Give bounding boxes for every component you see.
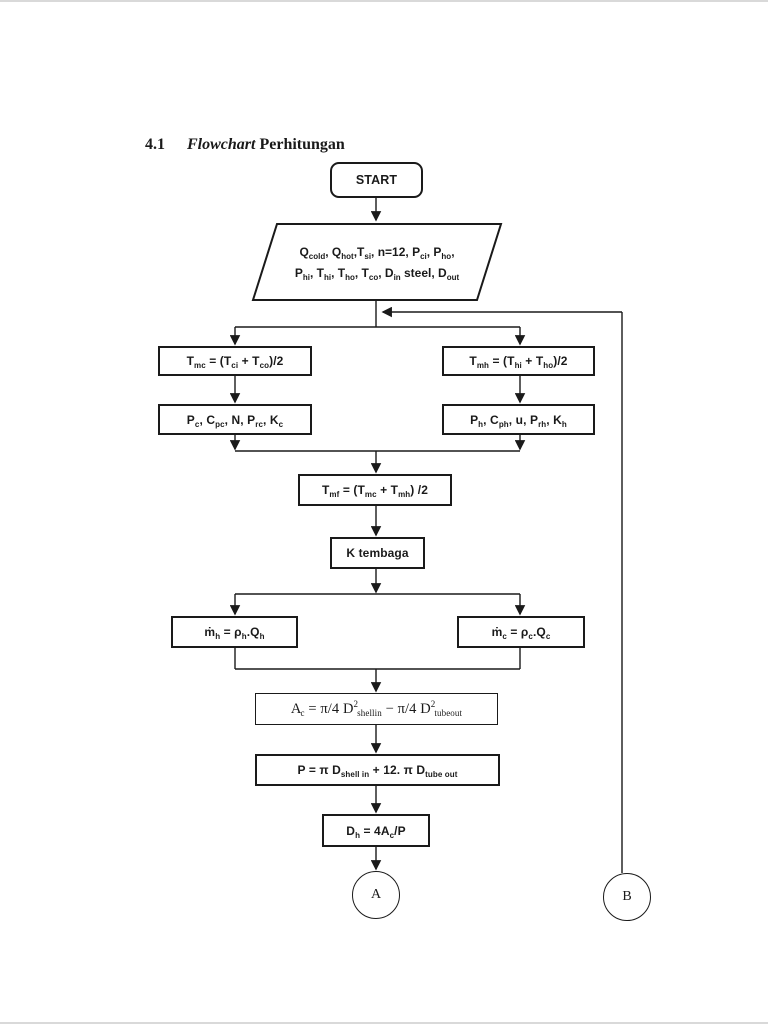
k-tembaga-label: K tembaga: [346, 546, 409, 560]
hot-properties-list: Ph, Cph, u, Prh, Kh: [470, 412, 567, 429]
start-node: START: [330, 162, 423, 198]
tmc-formula: Tmc = (Tci + Tco)/2: [186, 354, 284, 370]
input-parallelogram: Qcold, Qhot,Tsi, n=12, Pci, Pho, Phi, Th…: [253, 227, 501, 299]
process-box-area: Ac = π/4 D2shellin − π/4 D2tubeout: [255, 693, 498, 725]
cold-properties-list: Pc, Cpc, N, Prc, Kc: [186, 412, 284, 429]
process-box-hot-properties: Ph, Cph, u, Prh, Kh: [442, 404, 595, 435]
perimeter-formula: P = π Dshell in + 12. π Dtube out: [297, 763, 458, 779]
connector-circle-a: A: [352, 871, 400, 919]
page-bottom-edge: [0, 1022, 768, 1024]
section-title-italic: Flowchart: [187, 136, 256, 153]
process-box-k-tembaga: K tembaga: [330, 537, 425, 569]
process-box-hydraulic-diameter: Dh = 4Ac/P: [322, 814, 430, 847]
connector-circle-b: B: [603, 873, 651, 921]
tmh-formula: Tmh = (Thi + Tho)/2: [469, 354, 568, 370]
input-parallelogram-shape: [251, 223, 503, 301]
process-box-cold-properties: Pc, Cpc, N, Prc, Kc: [158, 404, 312, 435]
process-box-tmc: Tmc = (Tci + Tco)/2: [158, 346, 312, 376]
mdot-cold-formula: ṁc = ρc.Qc: [491, 625, 551, 641]
section-title-rest: Perhitungan: [259, 136, 345, 153]
process-box-tmf: Tmf = (Tmc + Tmh) /2: [298, 474, 452, 506]
start-label: START: [355, 173, 398, 187]
section-number: 4.1: [145, 136, 165, 153]
input-line-1: Qcold, Qhot,Tsi, n=12, Pci, Pho,: [299, 245, 455, 261]
process-box-mdot-cold: ṁc = ρc.Qc: [457, 616, 585, 648]
process-box-mdot-hot: ṁh = ρh.Qh: [171, 616, 298, 648]
section-title: 4.1 Flowchart Perhitungan: [145, 136, 345, 154]
connector-a-label: A: [370, 887, 382, 902]
mdot-hot-formula: ṁh = ρh.Qh: [204, 625, 265, 641]
process-box-tmh: Tmh = (Thi + Tho)/2: [442, 346, 595, 376]
area-formula: Ac = π/4 D2shellin − π/4 D2tubeout: [290, 698, 463, 718]
page-top-edge: [0, 0, 768, 2]
hydraulic-diameter-formula: Dh = 4Ac/P: [346, 823, 406, 840]
input-line-2: Phi, Thi, Tho, Tco, Din steel, Dout: [294, 266, 460, 282]
process-box-perimeter: P = π Dshell in + 12. π Dtube out: [255, 754, 500, 786]
connector-b-label: B: [622, 889, 632, 904]
tmf-formula: Tmf = (Tmc + Tmh) /2: [321, 483, 429, 499]
